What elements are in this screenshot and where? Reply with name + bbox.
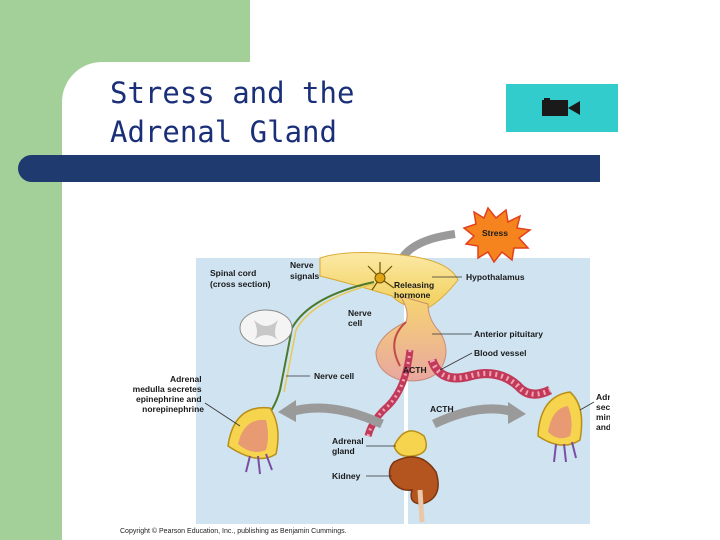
title-line-2: Adrenal Gland [110, 115, 337, 149]
hypothalamus-label: Hypothalamus [466, 272, 525, 282]
anterior-pituitary-label: Anterior pituitary [474, 329, 543, 339]
adrenal-gland-on-kidney [393, 430, 427, 458]
arrow-to-medulla [288, 403, 384, 429]
spinal-gray-matter [254, 320, 278, 340]
acth-pituitary-label: ACTH [403, 365, 427, 375]
adrenal-cortex-gland [537, 391, 583, 463]
nerve-cell-upper-label: Nerve cell [348, 308, 374, 328]
acth-vessel-label: ACTH [430, 404, 454, 414]
blood-vessel-label: Blood vessel [474, 348, 526, 358]
adrenal-stress-diagram: Stress [133, 206, 610, 524]
stress-starburst [462, 206, 532, 264]
nerve-cell-lower-label: Nerve cell [314, 371, 354, 381]
video-play-button[interactable] [506, 84, 618, 132]
neuron-body [374, 272, 386, 284]
adrenal-medulla-gland [227, 406, 279, 475]
arrow-to-cortex [432, 404, 516, 429]
nerve-pathway [257, 281, 375, 427]
hypothalamus-shape [319, 251, 459, 309]
adrenal-gland-label: Adrenal gland [332, 436, 366, 456]
adrenal-cortex-label: Adrenal cortex secretes mineralocorticoi… [596, 392, 610, 432]
diagram-background-left [196, 258, 404, 524]
adrenal-medulla-label: Adrenal medulla secretes epinephrine and… [133, 374, 205, 414]
leader-lines [204, 276, 595, 477]
video-camera-icon [542, 98, 580, 116]
nerve-signal-neuron [367, 262, 395, 291]
copyright-notice: Copyright © Pearson Education, Inc., pub… [120, 528, 347, 535]
stress-label: Stress [482, 228, 508, 238]
slide-title: Stress and the Adrenal Gland [110, 74, 354, 152]
kidney-label: Kidney [332, 471, 361, 481]
releasing-hormone-label: Releasing hormone [394, 280, 437, 300]
spinal-cord-label: Spinal cord (cross section) [210, 268, 271, 289]
nerve-signals-label: Nerve signals [290, 260, 320, 281]
title-line-1: Stress and the [110, 76, 355, 110]
title-underline-bar [18, 155, 600, 182]
